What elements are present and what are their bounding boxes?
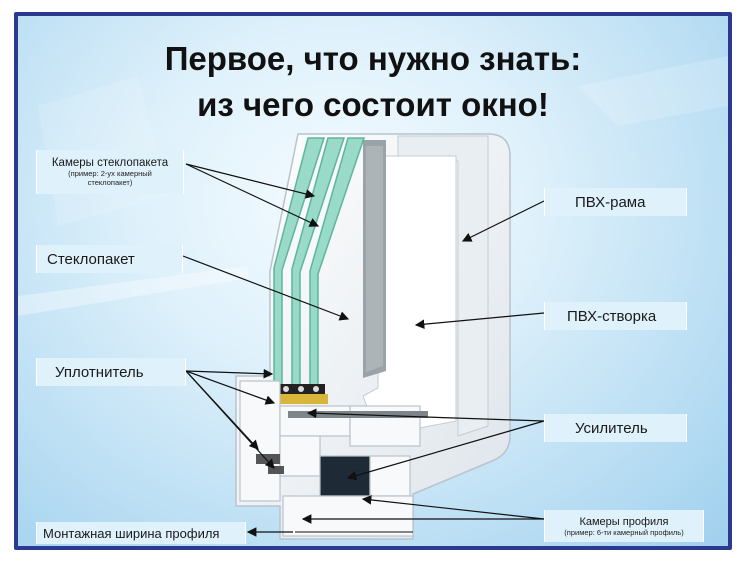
label-glass-unit-text: Стеклопакет <box>47 250 135 268</box>
label-seal: Уплотнитель <box>36 358 186 386</box>
label-seal-text: Уплотнитель <box>55 363 144 381</box>
label-glass-chambers-note-2: стеклопакет) <box>87 178 133 187</box>
label-pvc-frame-text: ПВХ-рама <box>575 193 646 211</box>
title-line-2: из чего состоит окно! <box>197 86 549 123</box>
diagram-frame: Первое, что нужно знать: из чего состоит… <box>14 12 732 550</box>
title-line-1: Первое, что нужно знать: <box>164 40 582 77</box>
label-pvc-sash: ПВХ-створка <box>544 302 687 330</box>
spacer-texture <box>366 146 383 372</box>
glass-spacer-yellow <box>270 394 328 404</box>
pointer-chambers-1 <box>185 163 316 199</box>
label-glass-chambers-text: Камеры стеклопакета <box>51 157 169 169</box>
pointer-seal-1 <box>185 368 274 379</box>
bottom-seal <box>256 454 280 464</box>
pointer-reinforcement-1 <box>306 408 545 422</box>
pointer-pvc-sash <box>414 312 545 329</box>
label-reinforcement: Усилитель <box>544 414 687 442</box>
label-mounting-width: Монтажная ширина профиля <box>36 522 246 544</box>
label-glass-unit: Стеклопакет <box>36 245 183 273</box>
bottom-seal-2 <box>268 466 284 474</box>
label-profile-chambers-text: Камеры профиля <box>579 515 669 528</box>
pointer-pvc-frame <box>461 200 545 242</box>
label-glass-chambers: Камеры стеклопакета (пример: 2-ух камерн… <box>36 150 184 194</box>
pointer-lines <box>182 163 545 537</box>
label-mounting-width-text: Монтажная ширина профиля <box>43 525 220 541</box>
pointer-seal-2 <box>185 370 276 405</box>
page-title: Первое, что нужно знать: из чего состоит… <box>18 36 728 128</box>
pointer-glass-unit <box>182 255 350 321</box>
pointer-reinforcement-2 <box>346 420 545 481</box>
pointer-chambers-2 <box>185 163 320 227</box>
label-profile-chambers: Камеры профиля (пример: 6-ти камерный пр… <box>544 510 704 542</box>
label-pvc-sash-text: ПВХ-створка <box>567 307 657 325</box>
pointer-profile-chambers-1 <box>361 495 545 520</box>
label-pvc-frame: ПВХ-рама <box>544 188 687 216</box>
label-profile-chambers-note: (пример: 6-ти камерный профиль) <box>564 527 684 537</box>
label-glass-chambers-note-1: (пример: 2-ух камерный <box>68 169 152 178</box>
label-reinforcement-text: Усилитель <box>575 419 648 437</box>
pointer-seal-4 <box>185 370 275 469</box>
